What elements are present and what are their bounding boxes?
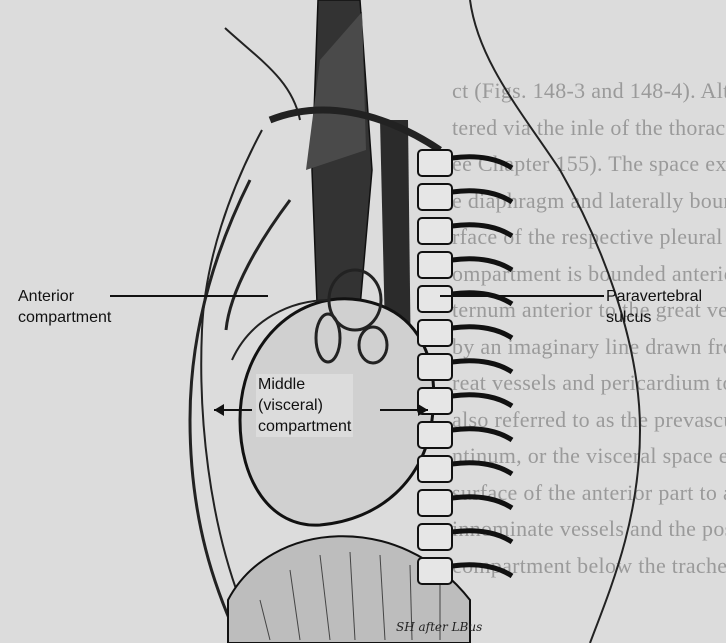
vertebra [418, 354, 452, 380]
rib [452, 463, 512, 474]
vertebra [418, 184, 452, 210]
vertebra [418, 524, 452, 550]
rib [452, 497, 512, 508]
vertebra [418, 456, 452, 482]
vertebra [418, 320, 452, 346]
rib [452, 395, 512, 406]
middle-label-line3: compartment [258, 416, 351, 437]
neck-contour [225, 28, 300, 120]
vertebra [418, 286, 452, 312]
paravertebral-label-line2: sulcus [606, 307, 702, 328]
middle-compartment-label: Middle (visceral) compartment [256, 374, 353, 437]
vertebra [418, 490, 452, 516]
rib [452, 293, 512, 304]
rib [452, 531, 512, 542]
rib [452, 327, 512, 338]
anterior-label-line2: compartment [18, 307, 111, 328]
vertebra [418, 422, 452, 448]
vertebra [418, 150, 452, 176]
vertebra [418, 252, 452, 278]
vertebral-column [418, 150, 512, 584]
vertebra [418, 558, 452, 584]
left-arrowhead [214, 404, 224, 416]
rib [452, 565, 512, 576]
rib [452, 225, 512, 236]
paravertebral-sulcus-label: Paravertebral sulcus [606, 286, 702, 328]
rib [452, 429, 512, 440]
rib [452, 361, 512, 372]
rib [452, 191, 512, 202]
rib [452, 157, 512, 168]
middle-label-line1: Middle [258, 374, 351, 395]
middle-label-line2: (visceral) [258, 395, 351, 416]
anterior-compartment-label: Anterior compartment [18, 286, 111, 328]
anterior-label-line1: Anterior [18, 286, 111, 307]
paravertebral-label-line1: Paravertebral [606, 286, 702, 307]
vertebra [418, 218, 452, 244]
rib [452, 259, 512, 270]
artist-signature: SH after LBus [396, 620, 482, 634]
